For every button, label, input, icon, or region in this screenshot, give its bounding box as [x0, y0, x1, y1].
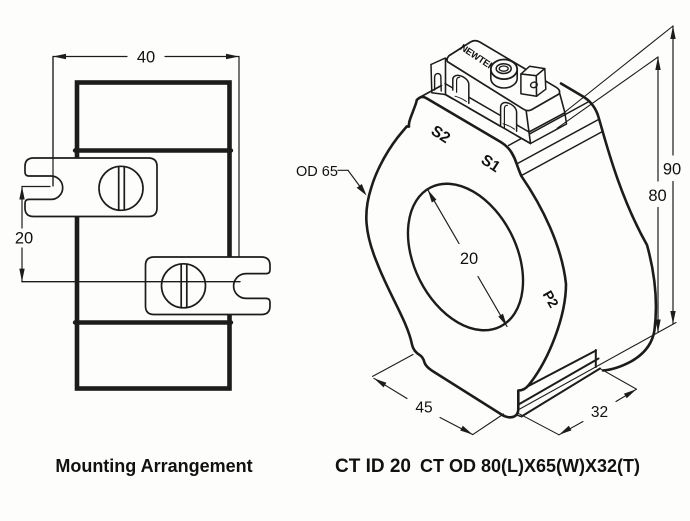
svg-text:45: 45 [415, 400, 432, 417]
svg-text:OD 65: OD 65 [296, 164, 338, 180]
svg-text:40: 40 [137, 49, 155, 67]
svg-text:32: 32 [591, 404, 608, 421]
svg-text:20: 20 [460, 250, 478, 268]
svg-text:90: 90 [663, 161, 681, 179]
svg-text:CT ID 20: CT ID 20 [335, 456, 411, 477]
svg-text:80: 80 [648, 187, 666, 205]
svg-text:Mounting Arrangement: Mounting Arrangement [55, 456, 252, 476]
svg-text:CT OD 80(L)X65(W)X32(T): CT OD 80(L)X65(W)X32(T) [420, 456, 640, 476]
svg-text:20: 20 [15, 230, 33, 248]
svg-text:P2: P2 [540, 288, 563, 311]
